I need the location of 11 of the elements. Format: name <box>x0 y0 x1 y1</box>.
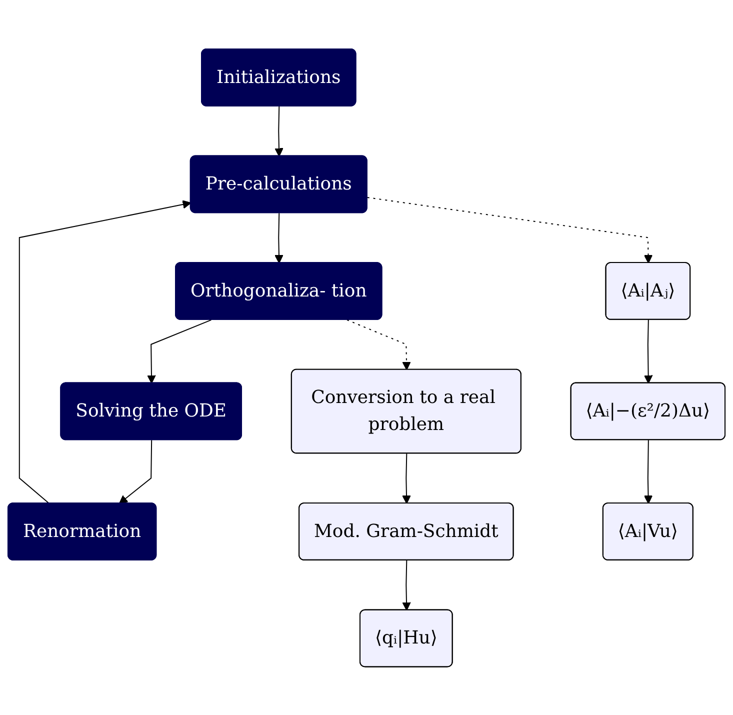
arrow <box>18 200 192 504</box>
arrow <box>147 319 212 384</box>
arrow <box>644 439 653 504</box>
arrow <box>366 196 653 264</box>
arrow <box>346 319 411 370</box>
arrow <box>274 212 284 264</box>
arrow <box>402 452 411 504</box>
arrow <box>274 106 284 156</box>
arrow <box>402 560 411 610</box>
arrow <box>118 439 152 504</box>
arrow <box>644 319 653 384</box>
